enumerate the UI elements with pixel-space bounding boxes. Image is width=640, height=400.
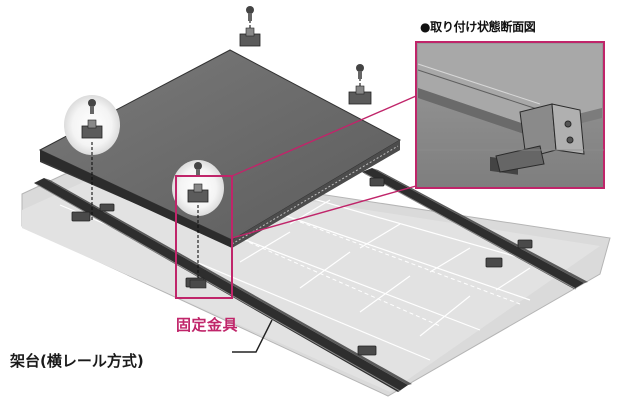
frame-leader-line (232, 319, 273, 353)
bolt-icon (88, 99, 96, 114)
inset-bracket (495, 103, 585, 173)
clamp-icon (81, 119, 103, 139)
frame-label: 架台(横レール方式) (10, 352, 144, 370)
section-inset (415, 41, 605, 189)
foot-1 (71, 211, 91, 222)
back-rail (362, 168, 588, 290)
bolt-icon (356, 64, 364, 79)
clamp-icon (187, 183, 209, 203)
foot-7 (517, 239, 533, 249)
bolt-icon (194, 162, 202, 177)
solar-panel (38, 49, 402, 248)
foot-2 (99, 203, 115, 212)
bracket-highlight-box (175, 175, 233, 299)
clamp-icon (239, 27, 261, 47)
clamp-base (189, 279, 207, 289)
bolt-icon (246, 6, 254, 21)
hardware (81, 6, 372, 289)
front-rail (34, 178, 412, 392)
section-title: ●取り付け状態断面図 (420, 20, 536, 34)
callout-lines (231, 95, 417, 239)
roof-dashes (229, 221, 521, 327)
clamp-icon (348, 85, 372, 105)
bracket-label: 固定金具 (176, 316, 239, 334)
foot-6 (485, 257, 503, 268)
foot-5 (369, 177, 385, 187)
foot-4 (357, 345, 377, 356)
